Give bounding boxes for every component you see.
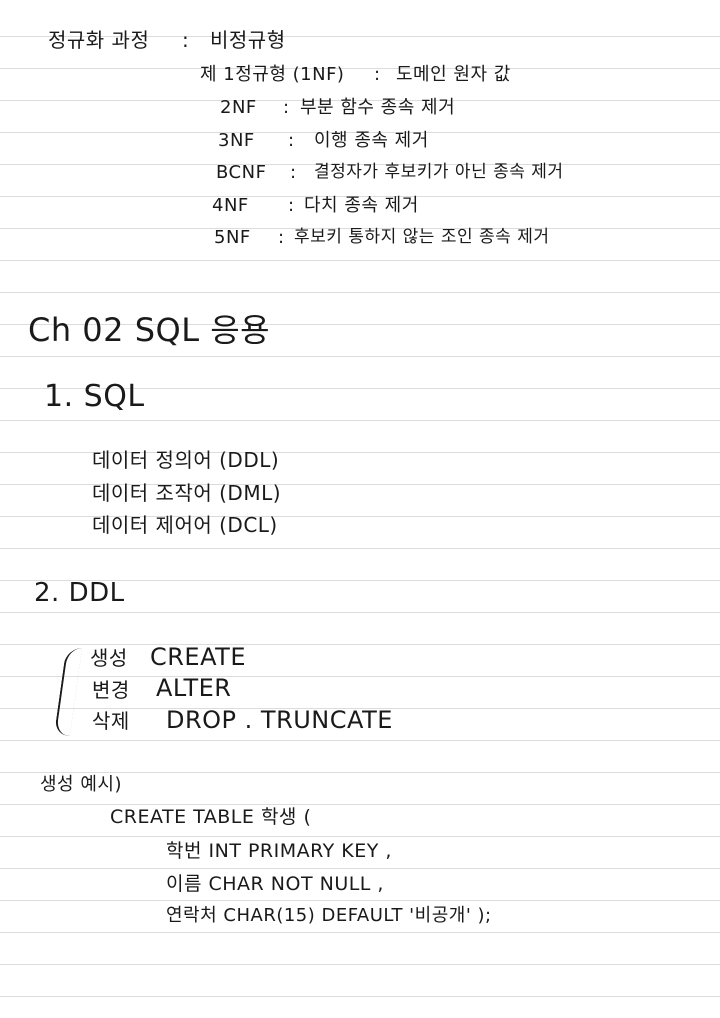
sql-item: 데이터 제어어 (DCL)	[92, 513, 278, 537]
normalization-value: 비정규형	[210, 28, 286, 52]
normal-form-colon: :	[374, 64, 381, 85]
ddl-item-command: DROP . TRUNCATE	[166, 706, 393, 734]
normal-form-label: 4NF	[212, 195, 249, 216]
normal-form-desc: 다치 종속 제거	[304, 195, 419, 216]
normal-form-colon: :	[283, 97, 290, 118]
normal-form-colon: :	[278, 227, 285, 248]
example-line: 연락처 CHAR(15) DEFAULT '비공개' );	[166, 905, 492, 926]
ddl-item-label: 삭제	[92, 709, 130, 733]
ddl-bracket	[53, 648, 83, 736]
ddl-item-command: CREATE	[150, 643, 246, 671]
normal-form-desc: 후보키 통하지 않는 조인 종속 제거	[294, 227, 550, 247]
normal-form-label: 제 1정규형 (1NF)	[200, 64, 345, 85]
normal-form-desc: 도메인 원자 값	[396, 64, 511, 85]
ddl-item-label: 생성	[90, 646, 128, 670]
normal-form-colon: :	[288, 195, 295, 216]
example-title: 생성 예시)	[40, 774, 122, 795]
example-line: CREATE TABLE 학생 (	[110, 806, 312, 828]
sql-item: 데이터 조작어 (DML)	[92, 481, 282, 505]
ddl-item-label: 변경	[92, 678, 130, 702]
ddl-item-command: ALTER	[156, 674, 232, 702]
chapter-title: Ch 02 SQL 응용	[28, 311, 271, 349]
normal-form-desc: 이행 종속 제거	[314, 130, 429, 151]
section-title-sql: 1. SQL	[44, 379, 145, 414]
sql-item: 데이터 정의어 (DDL)	[92, 448, 280, 472]
normal-form-colon: :	[290, 162, 297, 183]
normal-form-desc: 결정자가 후보키가 아닌 종속 제거	[314, 162, 564, 182]
normal-form-colon: :	[288, 130, 295, 151]
normalization-colon: :	[182, 28, 190, 52]
normal-form-desc: 부분 함수 종속 제거	[300, 97, 456, 118]
section-title-ddl: 2. DDL	[34, 578, 125, 608]
normal-form-label: 2NF	[220, 97, 257, 118]
example-line: 이름 CHAR NOT NULL ,	[166, 873, 384, 895]
normalization-heading: 정규화 과정	[48, 28, 150, 52]
example-line: 학번 INT PRIMARY KEY ,	[166, 840, 392, 862]
normal-form-label: 3NF	[218, 130, 255, 151]
normal-form-label: BCNF	[216, 162, 267, 183]
normal-form-label: 5NF	[214, 227, 251, 248]
